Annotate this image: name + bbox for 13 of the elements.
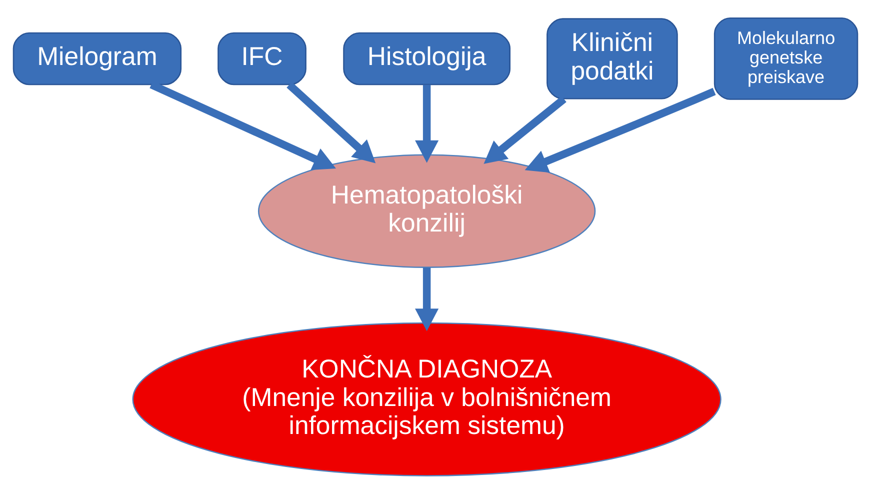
node-box: Mielogram (12, 32, 182, 86)
node-box: Klinični podatki (546, 18, 678, 100)
arrow (484, 96, 566, 164)
arrow (150, 81, 336, 170)
node-ellipse: KONČNA DIAGNOZA (Mnenje konzilija v bolnišničnem informacijskem sistemu) (132, 322, 722, 476)
arrow (524, 88, 716, 173)
arrow (415, 84, 439, 163)
arrow (415, 268, 439, 332)
node-box: IFC (218, 32, 306, 86)
arrow (286, 82, 376, 164)
node-box: Molekularno genetske preiskave (714, 18, 858, 100)
node-ellipse: Hematopatološki konzilij (258, 154, 596, 268)
node-box: Histologija (343, 32, 510, 86)
